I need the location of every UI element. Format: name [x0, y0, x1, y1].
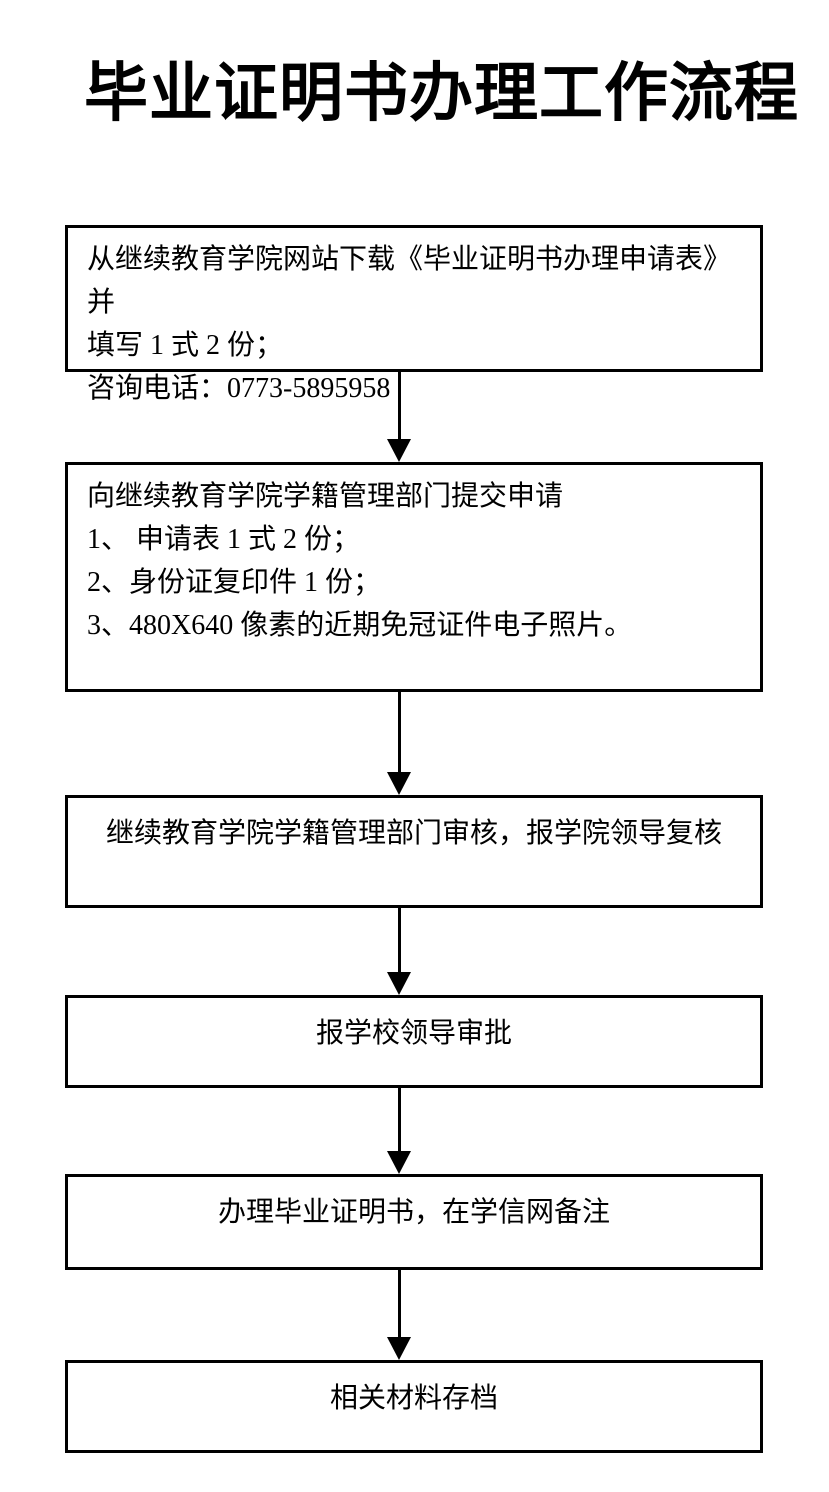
down-arrow-connector: [387, 1270, 411, 1360]
arrow-shaft: [397, 1088, 401, 1151]
step-text-line: 向继续教育学院学籍管理部门提交申请: [87, 481, 564, 512]
down-arrow-icon: [387, 1337, 411, 1360]
step-text-line: 相关材料存档: [329, 1383, 498, 1414]
flow-step-school-leader-approval: 报学校领导审批: [65, 995, 763, 1088]
flow-step-department-review: 继续教育学院学籍管理部门审核，报学院领导复核: [65, 795, 763, 908]
flow-step-submit-application: 向继续教育学院学籍管理部门提交申请 1、 申请表 1 式 2 份； 2、身份证复…: [65, 462, 763, 692]
down-arrow-icon: [387, 972, 411, 995]
step-text-line: 咨询电话：0773-5895958: [87, 373, 391, 404]
flow-step-issue-certificate: 办理毕业证明书，在学信网备注: [65, 1174, 763, 1270]
arrow-shaft: [397, 692, 401, 772]
arrow-shaft: [397, 908, 401, 972]
down-arrow-connector: [387, 1088, 411, 1174]
step-text-line: 3、480X640 像素的近期免冠证件电子照片。: [87, 610, 633, 641]
down-arrow-icon: [387, 1151, 411, 1174]
step-text-line: 继续教育学院学籍管理部门审核，报学院领导复核: [105, 818, 722, 849]
step-text-line: 从继续教育学院网站下载《毕业证明书办理申请表》并: [87, 244, 732, 318]
arrow-shaft: [397, 1270, 401, 1337]
page-title: 毕业证明书办理工作流程: [84, 57, 799, 129]
step-text-line: 填写 1 式 2 份；: [87, 330, 284, 361]
step-text-line: 1、 申请表 1 式 2 份；: [87, 524, 361, 555]
down-arrow-icon: [387, 772, 411, 795]
step-text-line: 2、身份证复印件 1 份；: [87, 567, 382, 598]
step-text-line: 办理毕业证明书，在学信网备注: [217, 1197, 610, 1228]
arrow-shaft: [397, 372, 401, 439]
down-arrow-connector: [387, 692, 411, 795]
down-arrow-icon: [387, 439, 411, 462]
flow-step-download-form: 从继续教育学院网站下载《毕业证明书办理申请表》并 填写 1 式 2 份； 咨询电…: [65, 225, 763, 404]
down-arrow-connector: [387, 908, 411, 995]
down-arrow-connector: [387, 372, 411, 462]
step-text-line: 报学校领导审批: [315, 1018, 512, 1049]
flow-step-archive-materials: 相关材料存档: [65, 1360, 763, 1453]
